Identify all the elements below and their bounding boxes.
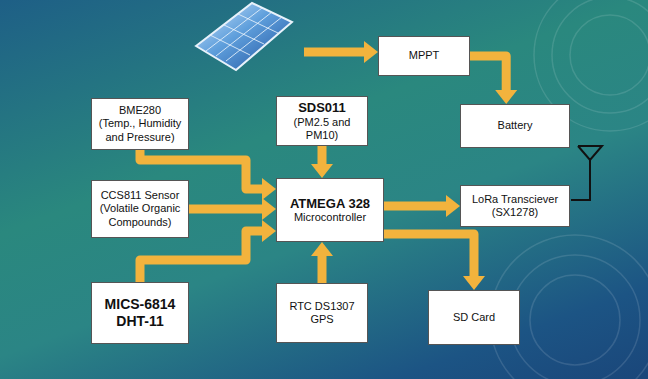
block-box: Battery: [460, 104, 570, 148]
arrow-head: [463, 276, 485, 290]
signal-arrow: [311, 146, 333, 178]
arrow-head: [262, 220, 276, 242]
block-detail: (Temp., Humidity and Pressure): [96, 117, 184, 143]
arrow-head: [311, 164, 333, 178]
block-label: LoRa Transciever (SX1278): [465, 193, 565, 219]
arrow-shaft: [384, 202, 448, 211]
antenna-symbol: [571, 146, 602, 200]
arrow-head: [495, 90, 517, 104]
block-box: CCS811 Sensor(Volatile Organic Compounds…: [91, 180, 189, 238]
block-box: MICS-6814DHT-11: [91, 282, 189, 344]
block-label: CCS811 Sensor: [101, 189, 180, 202]
arrow-shaft: [470, 56, 506, 92]
arrow-head: [311, 242, 333, 256]
solar-panel: [196, 3, 292, 70]
block-box: BME280(Temp., Humidity and Pressure): [91, 98, 189, 150]
block-label: Battery: [498, 119, 533, 132]
arrow-shaft: [189, 205, 264, 214]
block-box: RTC DS1307GPS: [276, 283, 368, 343]
arrow-head: [446, 195, 460, 217]
block-box: MPPT: [378, 36, 470, 76]
signal-arrow: [311, 242, 333, 283]
signal-arrow: [470, 56, 517, 104]
power-arrow: [304, 41, 378, 63]
block-detail: GPS: [310, 313, 333, 326]
block-label: SDS011: [298, 100, 346, 116]
arrow-head: [262, 178, 276, 200]
arrow-shaft: [318, 254, 327, 283]
block-label: RTC DS1307: [289, 300, 354, 313]
block-detail: (PM2.5 and PM10): [281, 116, 363, 142]
block-label: MICS-6814: [105, 296, 176, 314]
block-label: MPPT: [409, 49, 440, 62]
block-detail: DHT-11: [116, 313, 163, 331]
signal-arrow: [384, 195, 460, 217]
arrow-shaft: [384, 234, 474, 278]
block-box: ATMEGA 328Microcontroller: [276, 178, 384, 242]
block-box: SD Card: [428, 290, 520, 345]
arrow-shaft: [318, 146, 327, 166]
block-detail: (Volatile Organic Compounds): [96, 202, 184, 228]
block-detail: Microcontroller: [294, 211, 366, 224]
block-label: SD Card: [453, 311, 495, 324]
block-box: SDS011(PM2.5 and PM10): [276, 96, 368, 146]
block-label: ATMEGA 328: [290, 196, 370, 212]
arrow-head: [262, 198, 276, 220]
signal-arrow: [384, 234, 485, 290]
arrow-shaft: [140, 231, 264, 282]
signal-arrow: [189, 198, 276, 220]
block-label: BME280: [119, 104, 161, 117]
block-box: LoRa Transciever (SX1278): [460, 185, 570, 227]
